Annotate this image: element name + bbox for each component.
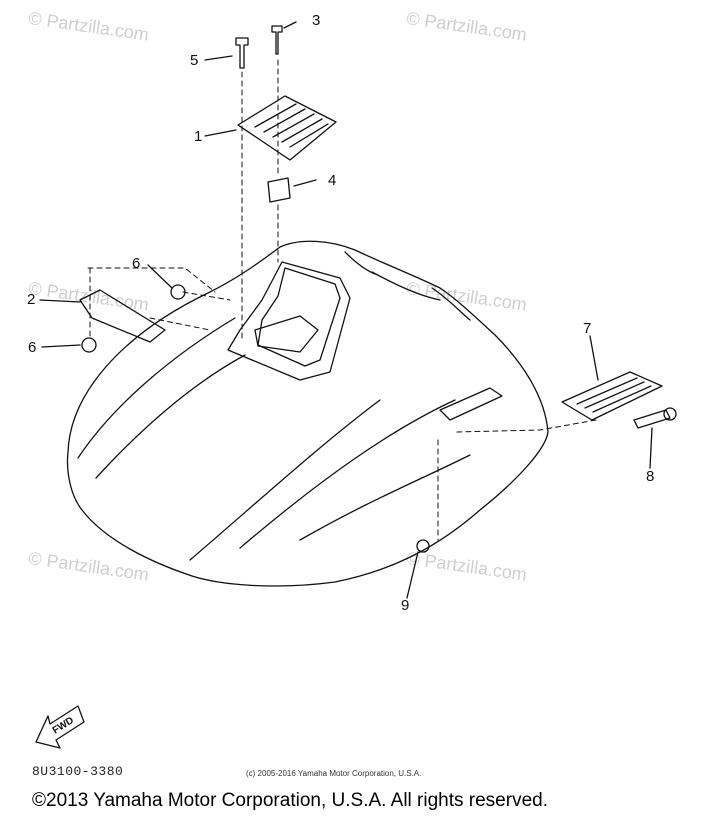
hood-contour xyxy=(344,251,376,275)
callout-1: 1 xyxy=(194,128,203,145)
cap-2 xyxy=(79,289,166,343)
hood-contour xyxy=(299,454,471,541)
grille-7 xyxy=(561,371,663,421)
leader-line xyxy=(147,264,173,289)
callout-8: 8 xyxy=(646,468,655,485)
leader-line xyxy=(283,21,297,29)
copyright-notice: ©2013 Yamaha Motor Corporation, U.S.A. A… xyxy=(32,790,548,811)
grommet-4 xyxy=(267,177,291,203)
callout-3: 3 xyxy=(312,12,321,29)
assembly-line xyxy=(87,267,216,293)
hood-vent-opening xyxy=(439,387,503,421)
callout-6: 6 xyxy=(28,339,37,356)
hood-contour xyxy=(95,354,246,479)
grommet-6 xyxy=(81,337,97,353)
leader-line xyxy=(649,427,653,469)
leader-line xyxy=(39,299,81,303)
leader-line xyxy=(406,551,419,599)
leader-line xyxy=(204,129,237,137)
small-copyright: (c) 2005-2016 Yamaha Motor Corporation, … xyxy=(246,769,422,778)
hood-contour xyxy=(431,287,471,321)
grille-1-slats xyxy=(254,103,329,148)
callout-9: 9 xyxy=(401,597,410,614)
assembly-line xyxy=(149,317,211,331)
callout-4: 4 xyxy=(328,172,337,189)
hood-contour xyxy=(371,271,441,301)
part-code: 8U3100-3380 xyxy=(32,764,124,779)
console-pad xyxy=(254,315,319,353)
grille-7-slats xyxy=(576,377,652,413)
hood-contour xyxy=(239,399,456,549)
console-inner xyxy=(257,267,341,367)
nut-9 xyxy=(416,539,430,553)
bolt-3 xyxy=(271,25,283,55)
callout-5: 5 xyxy=(190,52,199,69)
fwd-arrow-icon xyxy=(35,705,85,749)
leader-line xyxy=(589,335,599,381)
assembly-line xyxy=(454,419,597,433)
assembly-line xyxy=(182,291,231,301)
callout-6: 6 xyxy=(132,255,141,272)
leader-line xyxy=(41,344,81,348)
hood-shell xyxy=(66,240,549,587)
bolt-8 xyxy=(633,409,671,429)
callout-2: 2 xyxy=(27,291,36,308)
bolt-5 xyxy=(235,37,249,69)
console-recess xyxy=(227,261,351,381)
fwd-label: FWD xyxy=(51,715,76,736)
callout-7: 7 xyxy=(583,320,592,337)
grille-1 xyxy=(237,95,337,161)
leader-line xyxy=(293,179,317,187)
leader-line xyxy=(204,55,233,61)
hood-contour xyxy=(77,317,236,459)
hood-contour xyxy=(189,399,381,561)
bolt-8-head xyxy=(663,407,677,421)
